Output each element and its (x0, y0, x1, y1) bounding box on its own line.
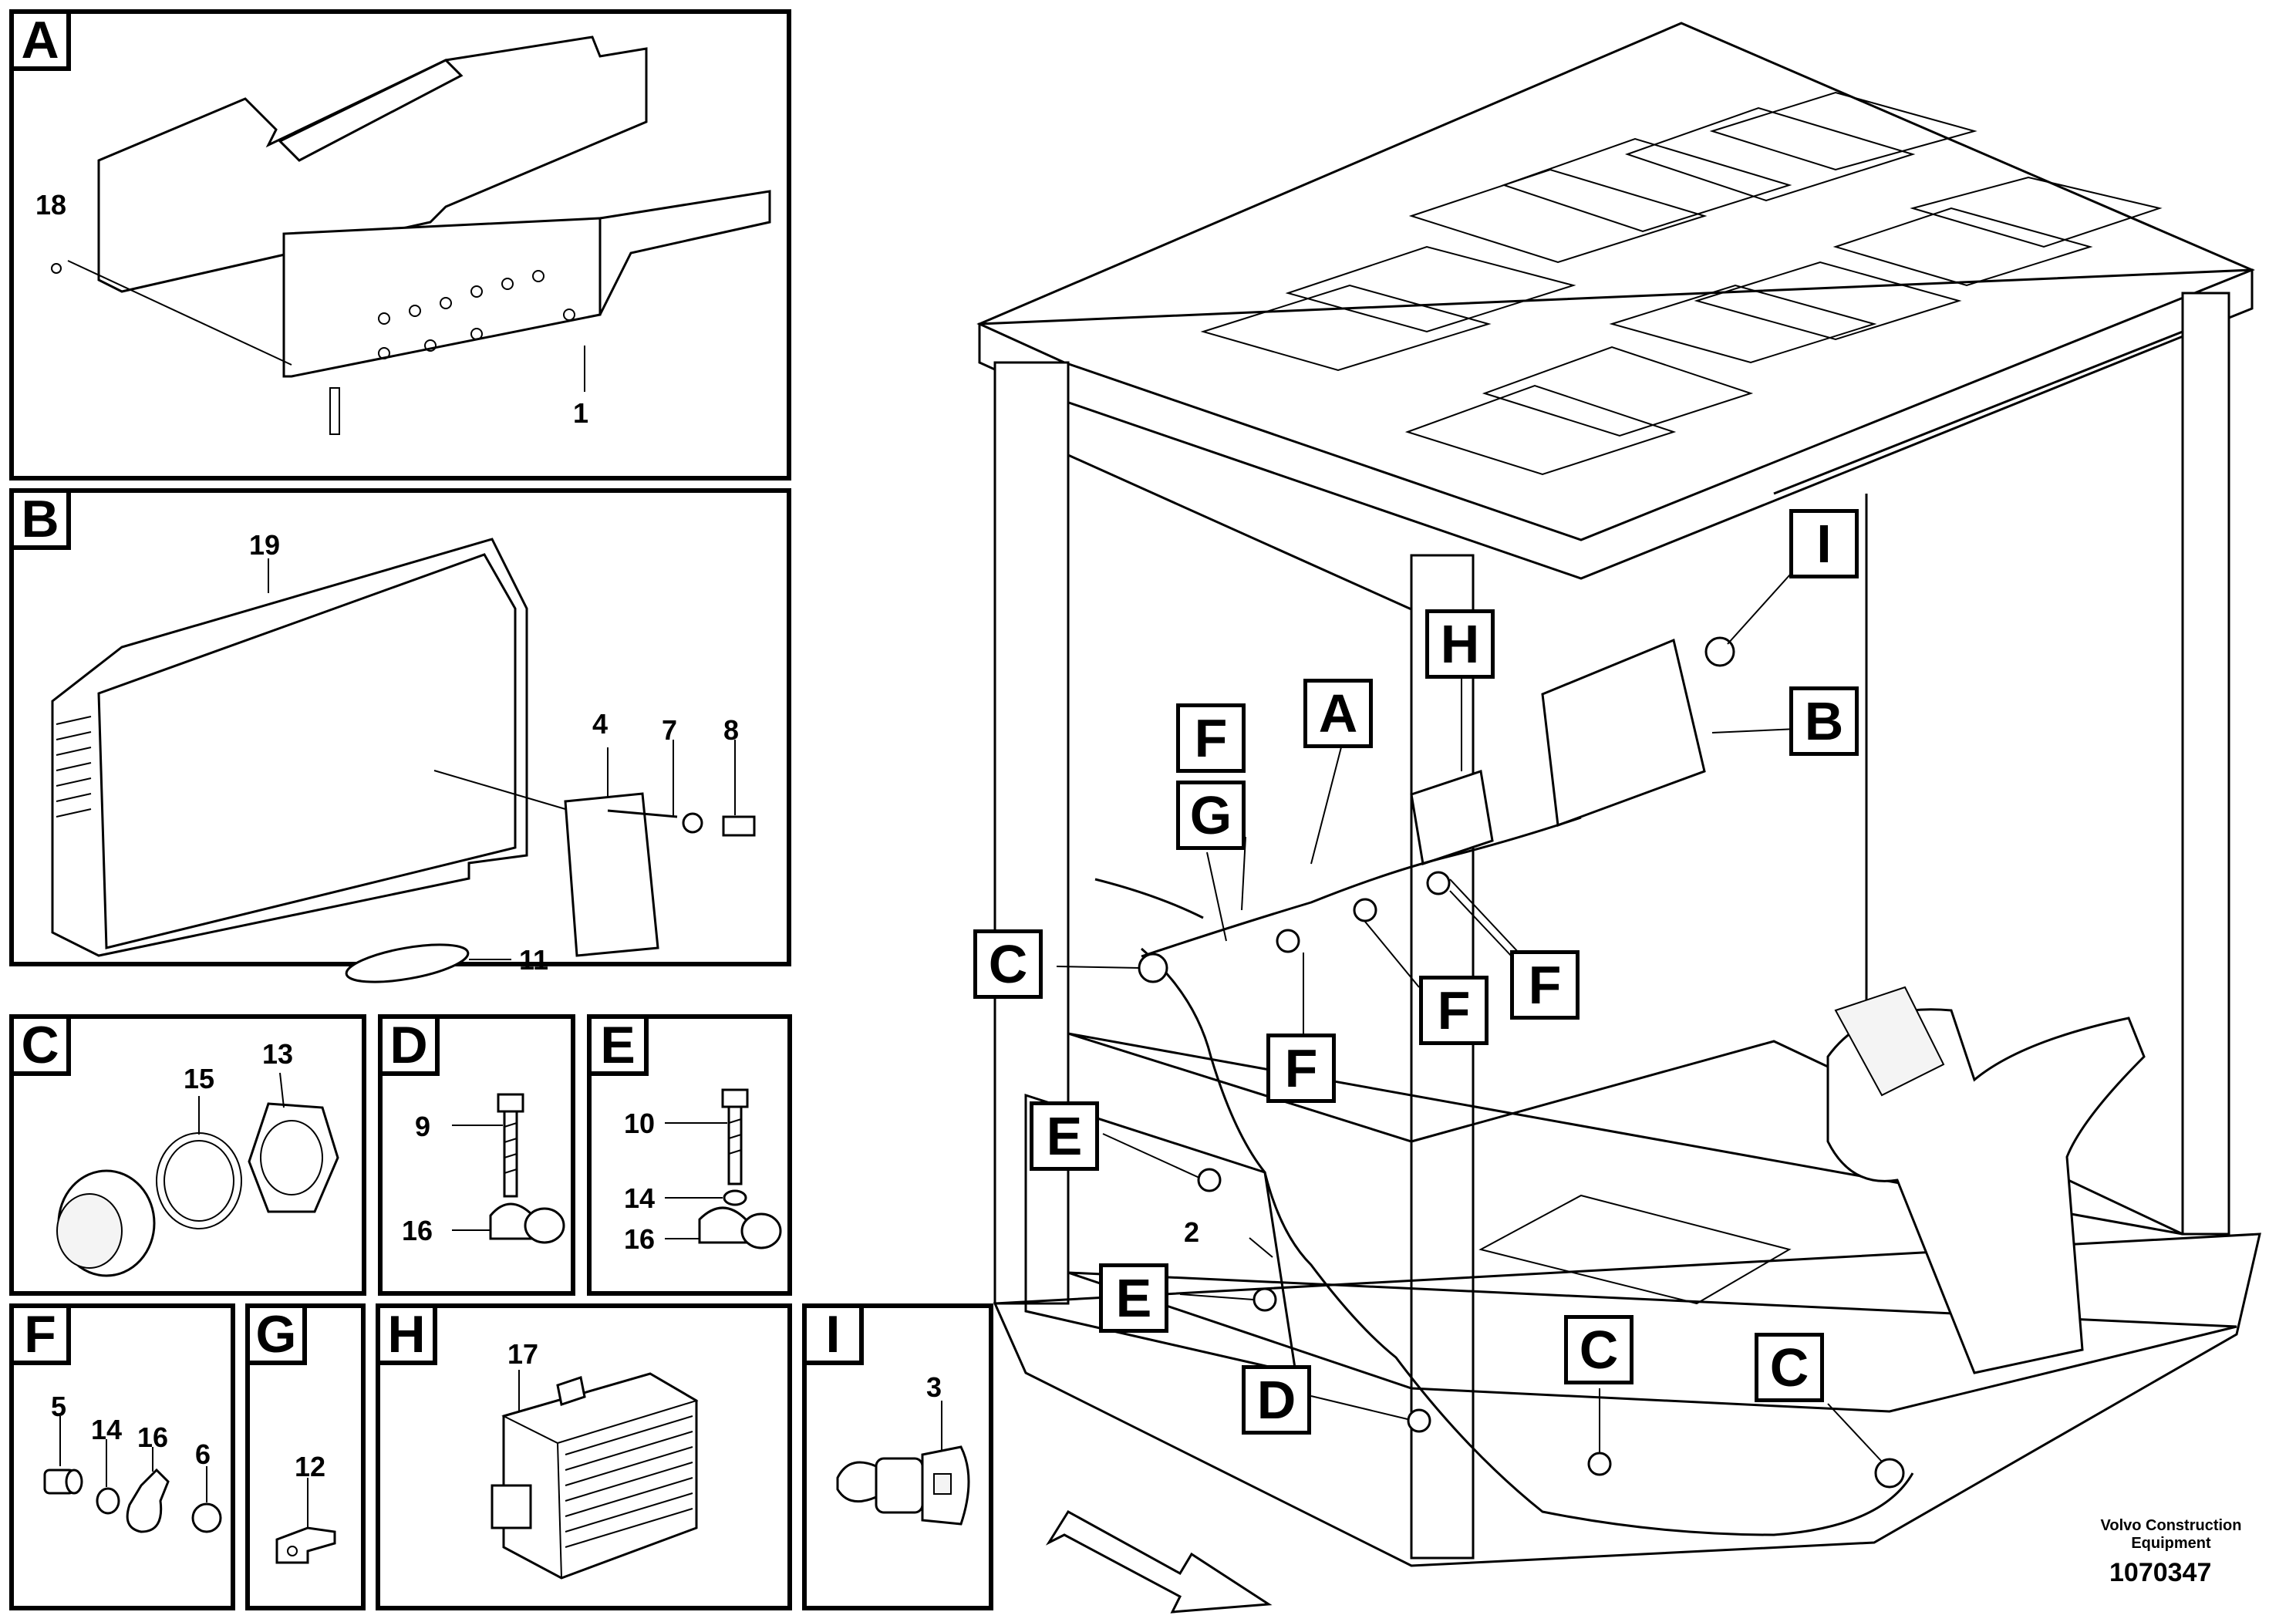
part-label-2: 2 (1184, 1216, 1200, 1248)
panel-h-drawing (491, 1370, 699, 1580)
part-label-15: 15 (184, 1063, 215, 1094)
panel-d-drawing (452, 1093, 565, 1244)
panel-a-letter: A (9, 9, 71, 71)
panel-b: B 19 4 7 8 11 (9, 488, 791, 983)
callout-f-right: F (1510, 950, 1580, 1020)
part-label-5: 5 (51, 1391, 67, 1422)
part-label-18: 18 (35, 189, 67, 221)
panel-d: D 9 16 (378, 1014, 575, 1296)
connector-c3 (1874, 1458, 1905, 1489)
part-label-12: 12 (295, 1451, 326, 1482)
panel-g-letter: G (245, 1303, 307, 1365)
callout-b: B (1789, 686, 1859, 756)
part-label-13: 13 (262, 1038, 294, 1070)
part-label-19: 19 (249, 529, 281, 561)
panel-h-letter: H (376, 1303, 437, 1365)
part-label-11: 11 (519, 944, 549, 976)
part-label-6: 6 (195, 1438, 211, 1470)
part-label-1: 1 (573, 397, 589, 429)
panel-g-drawing (275, 1478, 336, 1564)
connector-c2 (1587, 1452, 1612, 1476)
part-label-3: 3 (926, 1371, 942, 1403)
cab-pillar-right (2181, 292, 2230, 1236)
part-label-7: 7 (662, 714, 678, 746)
panel-c-letter: C (9, 1014, 71, 1076)
panel-f-letter: F (9, 1303, 71, 1365)
part-label-8: 8 (723, 714, 740, 746)
panel-d-letter: D (378, 1014, 440, 1076)
panel-f: F 5 14 16 6 (9, 1303, 235, 1610)
callout-h: H (1425, 609, 1495, 679)
panel-b-letter: B (9, 488, 71, 550)
panel-i-letter: I (802, 1303, 864, 1365)
direction-arrow (1045, 1510, 1273, 1614)
control-unit-b (1541, 638, 1706, 828)
panel-e-drawing (665, 1088, 782, 1249)
callout-c-left: C (973, 929, 1043, 999)
panel-c-drawing (56, 1072, 339, 1277)
part-label-17: 17 (507, 1338, 539, 1370)
clip-f3 (1426, 871, 1451, 895)
cab-roof (976, 22, 2255, 541)
callout-a: A (1303, 679, 1373, 748)
heatsink-fins (56, 716, 92, 818)
callout-e-lower: E (1099, 1263, 1168, 1333)
callout-f-top: F (1176, 703, 1246, 773)
clip-e1 (1197, 1168, 1222, 1192)
panel-e-letter: E (587, 1014, 649, 1076)
part-label-4: 4 (592, 708, 609, 740)
panel-a: A 18 1 (9, 9, 791, 481)
panel-g: G 12 (245, 1303, 366, 1610)
part-label-10: 10 (624, 1108, 656, 1139)
callout-f-lower-left: F (1266, 1034, 1336, 1103)
wiring-harness (1141, 947, 1914, 1536)
clip-f2 (1353, 898, 1377, 922)
callout-i: I (1789, 509, 1859, 578)
connector-c1 (1138, 953, 1168, 983)
panel-i-drawing (836, 1401, 970, 1526)
clip-e2 (1253, 1287, 1277, 1312)
clip-d (1407, 1408, 1431, 1433)
part-label-16: 16 (624, 1223, 656, 1255)
plate-holes (378, 270, 575, 359)
control-unit-h (1410, 770, 1494, 865)
roof-panels (1200, 91, 2163, 476)
panel-f-drawing (43, 1416, 222, 1533)
panel-h: H 17 (376, 1303, 792, 1610)
part-label-16: 16 (137, 1421, 169, 1453)
document-number: 1070347 (2109, 1558, 2212, 1587)
callout-e-upper: E (1030, 1101, 1099, 1171)
clip-f1 (1276, 929, 1300, 953)
callout-d: D (1242, 1365, 1311, 1435)
callout-c-center: C (1564, 1315, 1633, 1384)
cab-pillar-center (1410, 554, 1475, 1560)
module-fins (565, 1415, 693, 1548)
part-label-9: 9 (415, 1111, 431, 1142)
connector-i (1704, 636, 1735, 667)
brand-name: Volvo Construction Equipment (2100, 1517, 2242, 1552)
part-label-14: 14 (624, 1182, 656, 1214)
panel-c: C 15 13 (9, 1014, 366, 1296)
panel-b-drawing (51, 538, 756, 983)
panel-e: E 10 14 16 (587, 1014, 792, 1296)
callout-f-center: F (1419, 976, 1489, 1045)
part-label-16: 16 (402, 1215, 433, 1246)
part-label-14: 14 (91, 1414, 123, 1445)
panel-i: I 3 (802, 1303, 993, 1610)
callout-c-right: C (1755, 1333, 1824, 1402)
callout-g: G (1176, 781, 1246, 850)
panel-a-drawing (51, 35, 771, 435)
